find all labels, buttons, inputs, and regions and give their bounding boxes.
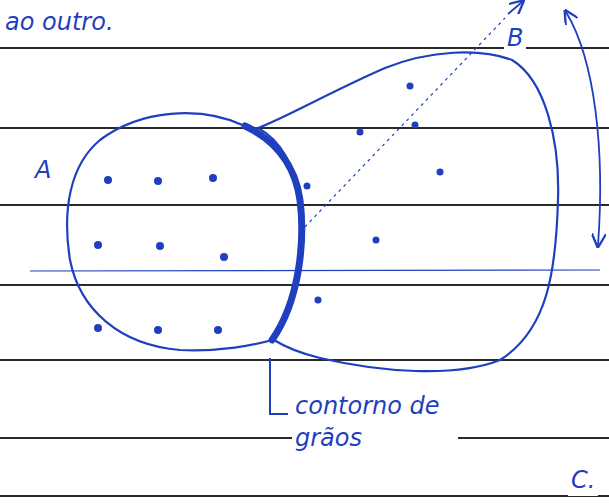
page-note: C. [568,464,598,496]
rotation-arrow [566,12,600,245]
grain-label: A [32,154,54,186]
grain-a-outline [67,113,302,350]
direction-arrow [508,2,522,14]
notebook-rules [0,48,609,496]
lattice-direction [300,18,505,232]
boundary-label: contorno de grãos [292,390,458,455]
reference-line [30,270,600,271]
grain-label: B [504,22,526,54]
note-text: ao outro. [2,6,117,38]
leader-line [270,358,288,414]
grain-boundary [245,126,302,340]
atoms [94,83,444,335]
